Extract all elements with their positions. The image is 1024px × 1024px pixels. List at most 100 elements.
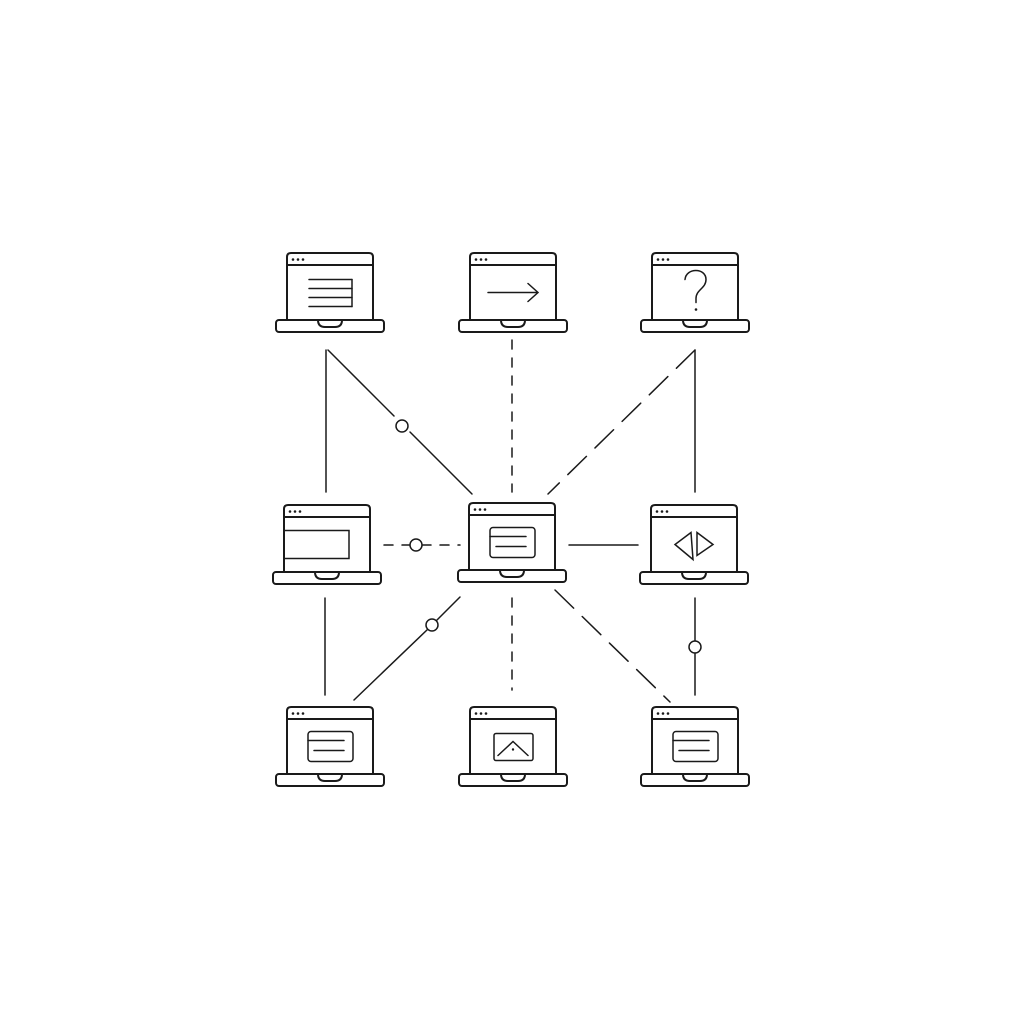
- trackpad-notch: [681, 571, 707, 580]
- window-dot-icon: [655, 510, 659, 513]
- connection-center-bottom-right: [554, 589, 671, 703]
- window-dot-icon: [291, 712, 295, 715]
- window-dot-icon: [665, 510, 669, 513]
- window-dot-icon: [288, 510, 292, 513]
- window-dot-icon: [296, 258, 300, 261]
- laptop-middle-left: [272, 504, 382, 585]
- laptop-bottom-center: [458, 706, 568, 787]
- window-dot-icon: [666, 258, 670, 261]
- junction-circle-icon: [688, 640, 702, 654]
- laptop-top-center: [458, 252, 568, 333]
- trackpad-notch: [317, 319, 343, 328]
- card: [307, 730, 354, 763]
- trackpad-notch: [314, 571, 340, 580]
- laptop-middle-right: [639, 504, 749, 585]
- window-dot-icon: [479, 712, 483, 715]
- image-icon: [493, 732, 534, 762]
- laptop-bottom-left: [275, 706, 385, 787]
- connection-middle-right-bottom-right: [688, 597, 702, 696]
- image-dot: [511, 748, 515, 751]
- connection-line: [353, 628, 429, 701]
- card: [489, 526, 536, 559]
- trackpad-notch: [499, 569, 525, 578]
- trackpad-notch: [500, 319, 526, 328]
- window-panel-icon: [283, 529, 350, 560]
- connection-center-bottom-left: [353, 596, 461, 701]
- laptop-base: [272, 571, 382, 585]
- left-bracket: [673, 531, 694, 562]
- window-dot-icon: [291, 258, 295, 261]
- image-frame: [493, 732, 534, 762]
- laptop-base: [275, 319, 385, 333]
- connection-line: [435, 596, 461, 622]
- trackpad-notch: [682, 319, 708, 328]
- laptop-bottom-right: [640, 706, 750, 787]
- window-dot-icon: [474, 258, 478, 261]
- laptop-screen: [651, 252, 739, 321]
- connection-line: [547, 349, 696, 495]
- connection-line: [327, 349, 395, 417]
- junction-circle-icon: [395, 419, 409, 433]
- window-dot-icon: [301, 712, 305, 715]
- laptop-base: [639, 571, 749, 585]
- window-dot-icon: [293, 510, 297, 513]
- trackpad-notch: [317, 773, 343, 782]
- arrow: [487, 282, 540, 303]
- junction-circle-icon: [409, 538, 423, 552]
- window-dot-icon: [479, 258, 483, 261]
- laptop-base: [275, 773, 385, 787]
- window-dot-icon: [478, 508, 482, 511]
- card: [672, 730, 719, 763]
- laptop-top-right: [640, 252, 750, 333]
- trackpad-notch: [682, 773, 708, 782]
- connection-top-left-center: [327, 349, 473, 495]
- question-curve: [684, 269, 707, 304]
- window-dot-icon: [661, 258, 665, 261]
- window-dot-icon: [661, 712, 665, 715]
- card-icon: [489, 526, 536, 559]
- junction-circle-icon: [425, 618, 439, 632]
- arrow-right-icon: [487, 282, 540, 303]
- connection-top-right-center: [547, 349, 696, 495]
- question-dot: [694, 308, 698, 311]
- laptop-base: [457, 569, 567, 583]
- right-bracket: [696, 531, 715, 557]
- window-dot-icon: [484, 712, 488, 715]
- connection-line: [409, 431, 473, 495]
- window-dot-icon: [301, 258, 305, 261]
- laptop-screen: [468, 502, 556, 571]
- laptop-screen: [651, 706, 739, 775]
- laptop-base: [640, 319, 750, 333]
- window-dot-icon: [474, 712, 478, 715]
- window-dot-icon: [666, 712, 670, 715]
- window-dot-icon: [484, 258, 488, 261]
- laptop-base: [458, 773, 568, 787]
- window-dot-icon: [656, 258, 660, 261]
- window-dot-icon: [296, 712, 300, 715]
- card-icon: [672, 730, 719, 763]
- window-dot-icon: [473, 508, 477, 511]
- connection-middle-left-center: [383, 538, 461, 552]
- code-brackets-icon: [673, 531, 715, 562]
- laptop-screen: [286, 706, 374, 775]
- laptop-screen: [650, 504, 738, 573]
- laptop-base: [640, 773, 750, 787]
- laptop-top-left: [275, 252, 385, 333]
- window-dot-icon: [483, 508, 487, 511]
- laptop-nodes: [272, 252, 750, 787]
- connection-line: [554, 589, 671, 703]
- text-lines-icon: [308, 278, 353, 308]
- panel: [283, 529, 350, 560]
- connections: [324, 339, 702, 703]
- question-mark-icon: [684, 269, 707, 311]
- window-dot-icon: [298, 510, 302, 513]
- trackpad-notch: [500, 773, 526, 782]
- laptop-base: [458, 319, 568, 333]
- laptop-center: [457, 502, 567, 583]
- card-icon: [307, 730, 354, 763]
- laptop-screen: [286, 252, 374, 321]
- image-mountain: [497, 740, 529, 757]
- window-dot-icon: [660, 510, 664, 513]
- window-dot-icon: [656, 712, 660, 715]
- laptop-screen: [469, 706, 557, 775]
